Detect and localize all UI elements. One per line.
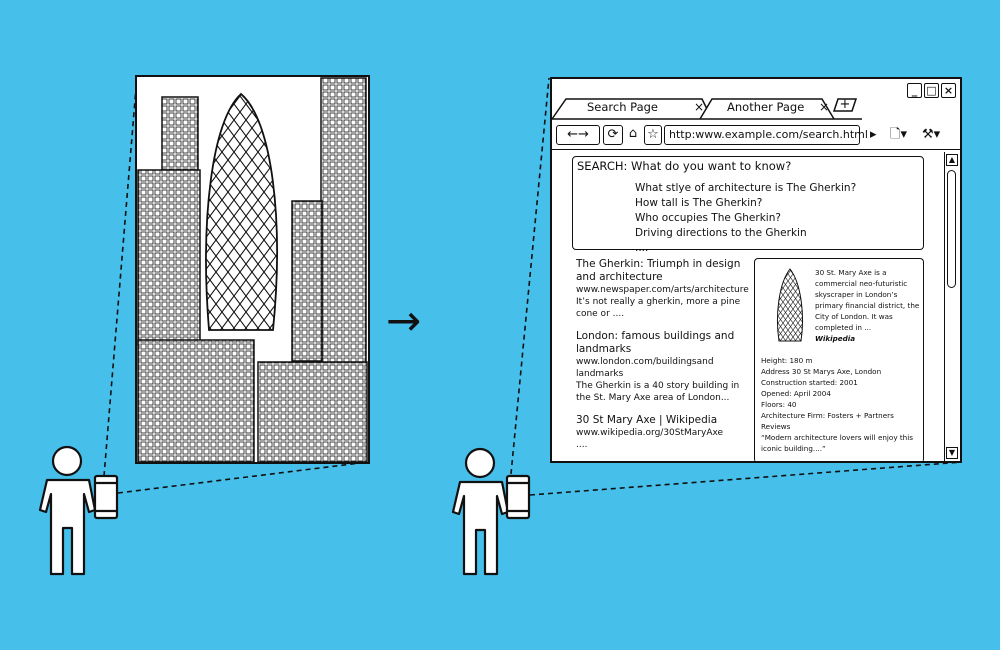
fact-architect: Architecture Firm: Fosters + Partners — [761, 411, 894, 420]
tab-close-icon[interactable]: × — [693, 100, 704, 114]
fact-opened: Opened: April 2004 — [761, 389, 831, 398]
browser-toolbar: ←→ ⟳ ⌂ ☆ http:www.example.com/search.htm… — [552, 119, 960, 149]
result-snippet: .... — [576, 440, 588, 450]
page-menu-icon[interactable]: 🗋▾ — [890, 127, 907, 142]
result-item: The Gherkin: Triumph in design and archi… — [576, 258, 749, 320]
panel-facts: Height: 180 m Address 30 St Marys Axe, L… — [761, 355, 921, 454]
search-box[interactable]: SEARCH: What do you want to know? What s… — [572, 156, 924, 254]
reload-icon[interactable]: ⟳ — [603, 125, 623, 145]
result-title[interactable]: 30 St Mary Axe | Wikipedia — [576, 414, 718, 426]
result-url[interactable]: www.newspaper.com/arts/architecture — [576, 285, 749, 295]
person-right — [451, 447, 510, 576]
dashed-sightline-left — [103, 75, 369, 494]
tab-search-page[interactable]: Search Page × — [552, 99, 712, 117]
search-input[interactable]: SEARCH: What do you want to know? — [577, 159, 792, 173]
scroll-down-icon[interactable]: ▼ — [946, 447, 958, 459]
knowledge-panel: 30 St. Mary Axe is a commercial neo-futu… — [754, 258, 924, 463]
window-controls: _ □ × — [907, 83, 956, 98]
review-quote: “Modern architecture lovers will enjoy t… — [761, 433, 913, 453]
back-arrow-icon[interactable]: ← — [567, 127, 578, 142]
tab-close-icon[interactable]: × — [818, 100, 829, 114]
suggestion-item[interactable]: Driving directions to the Gherkin — [635, 227, 807, 239]
person-left — [38, 445, 97, 576]
bookmark-star-icon[interactable]: ☆ — [644, 125, 662, 145]
search-results: The Gherkin: Triumph in design and archi… — [576, 258, 749, 461]
scroll-up-icon[interactable]: ▲ — [946, 154, 958, 166]
gherkin-thumbnail — [777, 268, 803, 342]
result-snippet: The Gherkin is a 40 story building in th… — [576, 381, 740, 403]
fact-height: Height: 180 m — [761, 356, 813, 365]
result-title[interactable]: The Gherkin: Triumph in design and archi… — [576, 258, 741, 283]
vertical-scrollbar[interactable]: ▲ ▼ — [944, 152, 958, 461]
tab-outlines — [552, 98, 862, 120]
scroll-thumb[interactable] — [947, 170, 956, 288]
toolbar-divider — [552, 149, 960, 150]
transition-arrow: → — [386, 296, 422, 345]
tab-label: Another Page — [727, 100, 805, 114]
back-forward-buttons[interactable]: ←→ — [556, 125, 600, 145]
forward-arrow-icon[interactable]: → — [578, 127, 589, 142]
result-url[interactable]: www.london.com/buildingsand landmarks — [576, 357, 714, 379]
minimize-button[interactable]: _ — [907, 83, 922, 98]
city-photo — [135, 75, 370, 464]
phone-right — [505, 474, 531, 520]
address-bar[interactable]: http:www.example.com/search.html — [664, 125, 868, 145]
fact-address: Address 30 St Marys Axe, London — [761, 367, 882, 376]
search-suggestions: What stlye of architecture is The Gherki… — [635, 181, 856, 256]
new-tab-button[interactable]: + — [839, 97, 851, 112]
suggestion-item[interactable]: What stlye of architecture is The Gherki… — [635, 182, 857, 194]
result-snippet: It’s not really a gherkin, more a pine c… — [576, 297, 741, 319]
tab-label: Search Page — [587, 100, 659, 114]
suggestion-item[interactable]: Who occupies The Gherkin? — [635, 212, 781, 224]
phone-left — [93, 474, 119, 520]
browser-window: _ □ × Search Page × Another Page × + ←→ … — [550, 77, 962, 463]
result-item: London: famous buildings and landmarks w… — [576, 330, 746, 404]
tab-another-page[interactable]: Another Page × — [702, 99, 837, 117]
reviews-heading[interactable]: Reviews — [761, 422, 791, 431]
panel-summary: 30 St. Mary Axe is a commercial neo-futu… — [815, 267, 921, 344]
suggestion-item: .... — [635, 242, 649, 254]
fact-construction: Construction started: 2001 — [761, 378, 858, 387]
tools-menu-icon[interactable]: ⚒▾ — [922, 127, 941, 142]
result-title[interactable]: London: famous buildings and landmarks — [576, 330, 735, 355]
fact-floors: Floors: 40 — [761, 400, 797, 409]
dashed-sightline-right — [510, 77, 963, 496]
suggestion-item[interactable]: How tall is The Gherkin? — [635, 197, 763, 209]
play-icon[interactable]: ▸ — [870, 127, 877, 142]
summary-text: 30 St. Mary Axe is a commercial neo-futu… — [815, 268, 920, 332]
close-window-button[interactable]: × — [941, 83, 956, 98]
home-icon[interactable]: ⌂ — [625, 125, 641, 145]
summary-source[interactable]: Wikipedia — [815, 334, 856, 343]
result-item: 30 St Mary Axe | Wikipedia www.wikipedia… — [576, 414, 746, 451]
maximize-button[interactable]: □ — [924, 83, 939, 98]
result-url[interactable]: www.wikipedia.org/30StMaryAxe — [576, 428, 724, 438]
